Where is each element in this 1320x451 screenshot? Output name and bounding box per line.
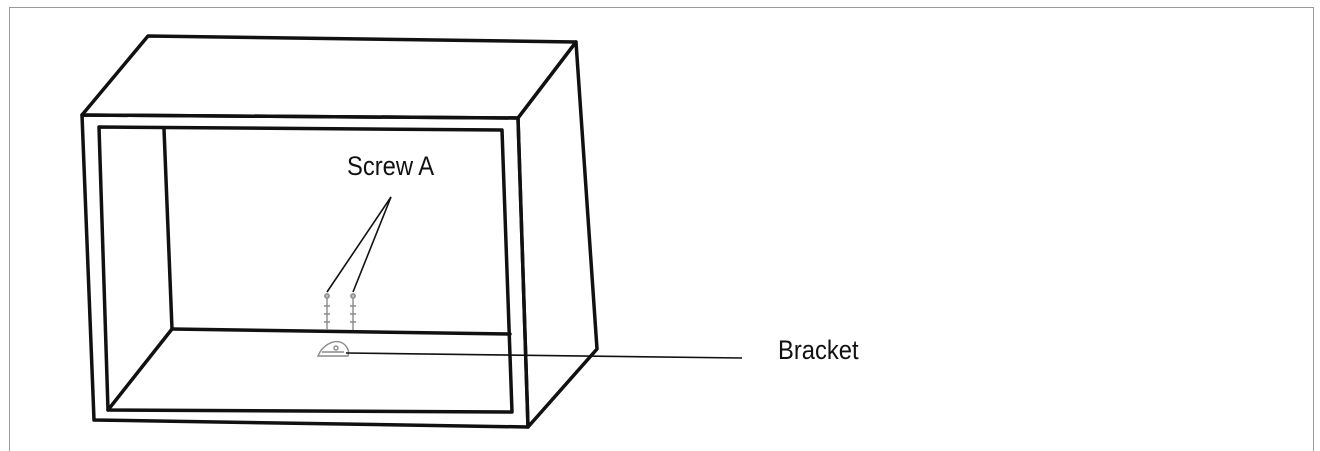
- cabinet-box: [80, 34, 599, 429]
- cabinet-top-face: [80, 34, 578, 120]
- interior-floor-front-edge: [106, 327, 174, 412]
- screw-leader-right: [352, 196, 392, 293]
- cabinet-front-rim-outer: [80, 113, 530, 429]
- screw-callout-lines: [326, 196, 392, 293]
- bracket-label: Bracket: [778, 335, 859, 365]
- figure-frame: [9, 7, 1314, 451]
- bracket-icon: [316, 340, 350, 357]
- interior-back-bottom-edge: [170, 327, 512, 336]
- interior-back-left-edge: [162, 127, 174, 331]
- cabinet-side-face: [516, 40, 599, 429]
- screw-a-label: Screw A: [347, 151, 435, 181]
- screw-leader-left: [326, 196, 392, 293]
- cabinet-front-rim-inner: [97, 125, 514, 414]
- bracket-leader: [345, 352, 743, 359]
- screw-icon: [324, 293, 356, 330]
